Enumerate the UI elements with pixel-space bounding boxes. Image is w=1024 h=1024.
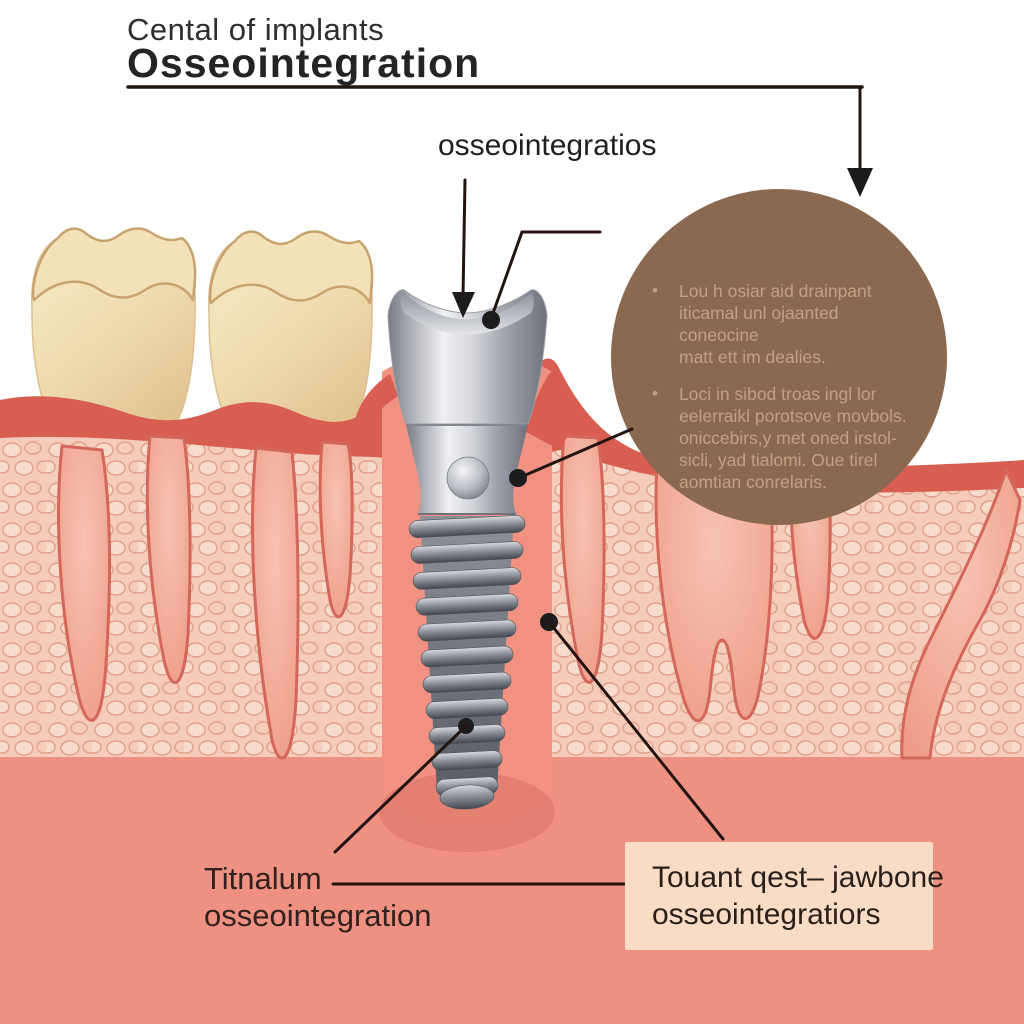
- callout-circle: [611, 189, 947, 525]
- implant-abutment-concave-top: [400, 292, 534, 335]
- gum-collar-right: [526, 366, 578, 450]
- callout-bullet: • Lou h osiar aid drainpant iticamal unl…: [652, 280, 918, 368]
- screw-leader-line: [333, 724, 468, 854]
- implant-screw-threads: [408, 515, 526, 810]
- molar-tooth-left: [31, 227, 197, 450]
- bullet-icon: •: [652, 281, 658, 300]
- jawbone-box-label: Touant qest– jawbone osseointegratiors: [652, 859, 944, 933]
- jawbone-box-bg: [625, 842, 933, 950]
- callout-line: sicli, yad tialomi. Oue tirel: [679, 450, 878, 470]
- callout-line: oniccebirs,y met oned irstol-: [679, 428, 897, 448]
- abutment-dot: [482, 311, 500, 329]
- diagram-subtitle: Cental of implants: [127, 12, 385, 47]
- diagram-title: Osseointegration: [127, 40, 481, 86]
- implant-ball-detail: [446, 456, 490, 500]
- callout-line: matt ett im dealies.: [679, 347, 826, 367]
- abutment-label: osseointegratios: [438, 129, 657, 162]
- titanium-label-line: osseointegration: [204, 898, 432, 933]
- callout-bullet-text: Loci in sibod troas ingl lor eelerraikl …: [679, 383, 907, 493]
- leader-lines: [126, 85, 873, 886]
- jawbone-box-line: osseointegratiors: [652, 898, 881, 931]
- bone-leader-line: [547, 620, 725, 841]
- circle-leader-line: [519, 427, 634, 479]
- callout-line: aomtian conrelaris.: [679, 472, 827, 492]
- callout-line: iticamal unl ojaanted coneocine: [679, 303, 839, 345]
- abutment-arrowhead-icon: [452, 292, 475, 318]
- callout-line: eelerraikl porotsove movbols.: [679, 406, 907, 426]
- gum-collar-left: [352, 374, 398, 446]
- jawbone-box-line: Touant qest– jawbone: [652, 861, 944, 894]
- titanium-label-line: Titnalum: [204, 861, 322, 896]
- titanium-label: Titnalum osseointegration: [204, 860, 432, 934]
- callout-bullet: • Loci in sibod troas ingl lor eelerraik…: [652, 383, 918, 493]
- callout-bullet-text: Lou h osiar aid drainpant iticamal unl o…: [679, 280, 918, 368]
- tooth-roots: [57, 434, 1022, 760]
- abutment-arrow-shaft: [461, 178, 467, 298]
- implant-shadow: [379, 772, 555, 852]
- elbow-leader-line: [490, 230, 602, 318]
- callout-bullet-list: • Lou h osiar aid drainpant iticamal unl…: [652, 280, 918, 493]
- bullet-icon: •: [652, 384, 658, 403]
- implant-body-dot: [509, 469, 527, 487]
- title-arrowhead-icon: [847, 168, 873, 197]
- callout-line: Lou h osiar aid drainpant: [679, 281, 872, 301]
- callout-line: Loci in sibod troas ingl lor: [679, 384, 877, 404]
- dental-implant: [387, 289, 548, 810]
